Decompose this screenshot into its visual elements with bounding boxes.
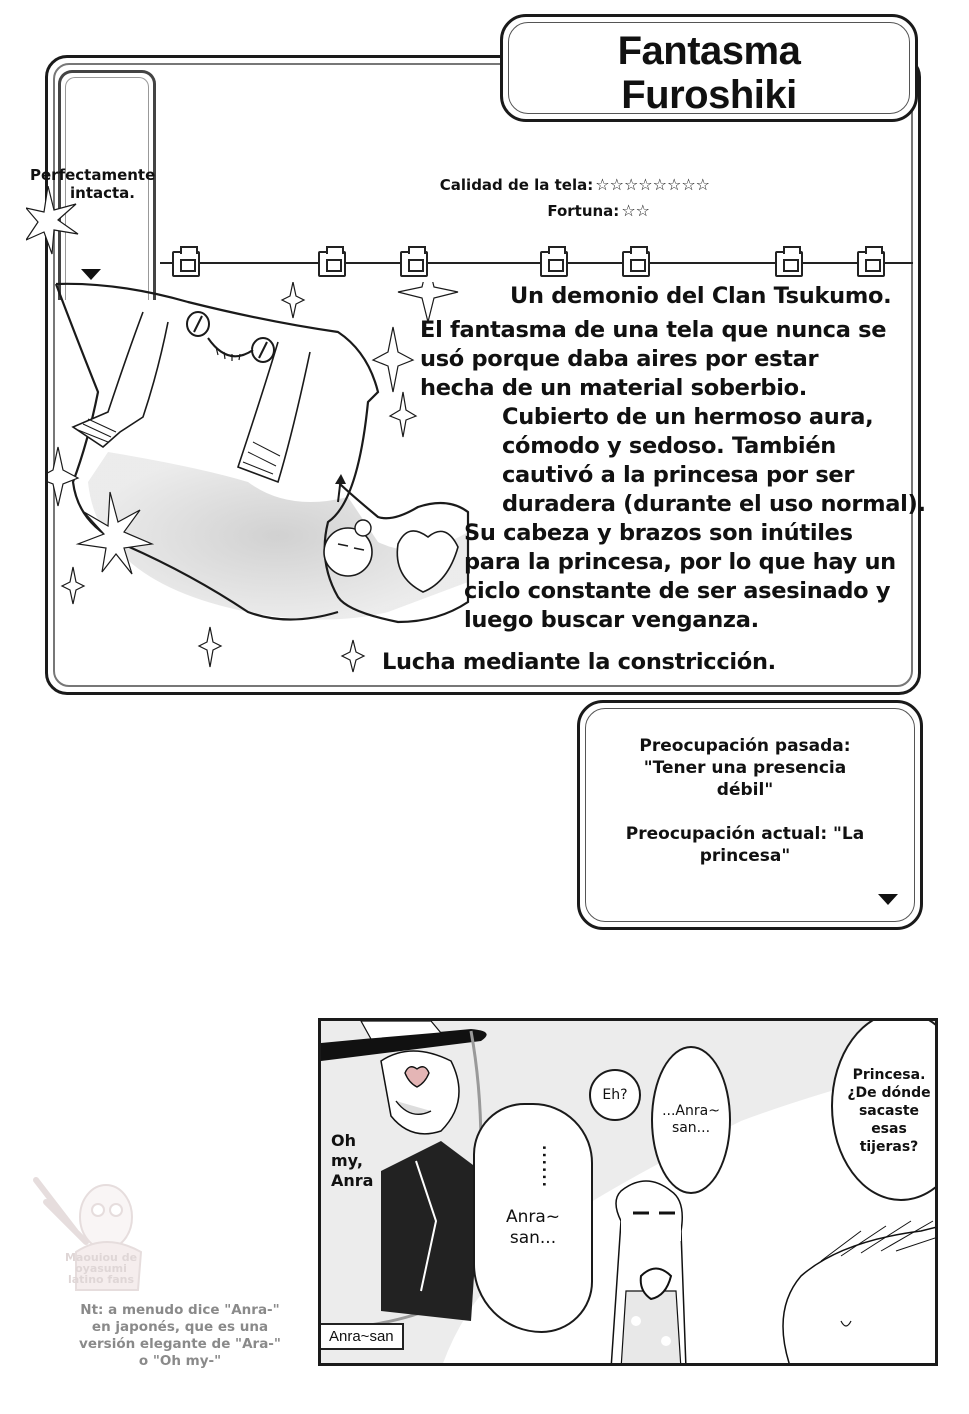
speech-bubble-anra: ...... Anra~ san... (473, 1103, 593, 1333)
sparkle-decoration-icon (26, 186, 79, 255)
condition-label: Perfectamente intacta. (30, 166, 156, 202)
past-concern-label: Preocupación pasada: (639, 736, 851, 756)
portrait-frame (58, 70, 156, 300)
stat-fortune: Fortuna: ☆☆ (370, 198, 750, 224)
stat-fabric-quality: Calidad de la tela: ☆☆☆☆☆☆☆☆ (370, 172, 750, 198)
clip-icon (622, 246, 650, 277)
clip-icon (857, 246, 885, 277)
hanging-rail (160, 262, 913, 264)
furoshiki-ghost-illustration (48, 282, 470, 673)
past-concern-value: "Tener una presencia (643, 758, 847, 778)
character-description: Un demonio del Clan Tsukumo. El fantasma… (420, 283, 926, 633)
star-rating-icon: ☆☆ (621, 201, 650, 220)
sfx-oh-my-anra: Oh my, Anra (331, 1131, 374, 1190)
current-concern: Preocupación actual: "La (625, 824, 865, 844)
clip-icon (172, 246, 200, 277)
mascot-icon (33, 1177, 143, 1291)
clip-icon (540, 246, 568, 277)
next-arrow-icon[interactable] (878, 894, 898, 905)
translator-note: Nt: a menudo dice "Anra-" en japonés, qu… (79, 1302, 281, 1369)
star-rating-icon: ☆☆☆☆☆☆☆☆ (595, 175, 710, 194)
title-box: Fantasma Furoshiki (500, 14, 918, 122)
clip-icon (400, 246, 428, 277)
comic-panel: Oh my, Anra Anra~san ...... Anra~ san...… (318, 1018, 938, 1366)
stats-block: Calidad de la tela: ☆☆☆☆☆☆☆☆ Fortuna: ☆☆ (370, 172, 750, 224)
fight-style-text: Lucha mediante la constricción. (382, 649, 776, 675)
portrait-down-arrow-icon (81, 269, 101, 280)
clip-icon (318, 246, 346, 277)
profile-card-inner-border (53, 63, 913, 687)
speech-bubble-anra-san: ...Anra~ san... (651, 1046, 731, 1194)
clip-icon (775, 246, 803, 277)
profile-card-outer-border (45, 55, 921, 695)
caption-anra-san: Anra~san (321, 1323, 404, 1350)
character-name: Fantasma Furoshiki (617, 29, 801, 117)
concerns-box: Preocupación pasada: "Tener una presenci… (577, 700, 923, 930)
scanlation-watermark-logo: Maouiou de oyasumi latino fans (26, 1172, 144, 1292)
speech-bubble-eh: Eh? (589, 1069, 641, 1121)
